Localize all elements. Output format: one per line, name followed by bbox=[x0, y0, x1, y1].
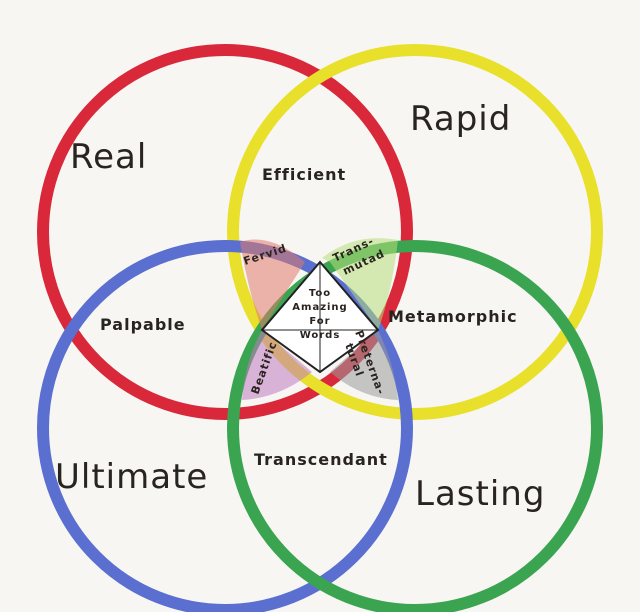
label-efficient: Efficient bbox=[262, 165, 346, 184]
label-center-3: For bbox=[309, 316, 330, 327]
region-lower-right-patch bbox=[330, 330, 398, 400]
region-lower-left-patch bbox=[242, 330, 312, 400]
circle-real bbox=[37, 44, 413, 420]
region-upper-left-patch bbox=[240, 239, 305, 330]
label-metamorphic: Metamorphic bbox=[388, 307, 518, 326]
circle-lasting bbox=[227, 240, 603, 612]
label-palpable: Palpable bbox=[100, 315, 186, 334]
circle-ultimate bbox=[37, 240, 413, 612]
label-lasting: Lasting bbox=[415, 474, 545, 514]
label-ultimate: Ultimate bbox=[55, 457, 208, 497]
label-real: Real bbox=[70, 137, 147, 177]
label-center-4: Words bbox=[300, 330, 341, 341]
label-rapid: Rapid bbox=[410, 99, 511, 139]
circle-rapid bbox=[227, 44, 603, 420]
label-center-1: Too bbox=[309, 288, 331, 299]
region-upper-right-patch bbox=[322, 238, 398, 330]
label-transcendant: Transcendant bbox=[254, 450, 388, 469]
label-center-2: Amazing bbox=[292, 302, 347, 313]
